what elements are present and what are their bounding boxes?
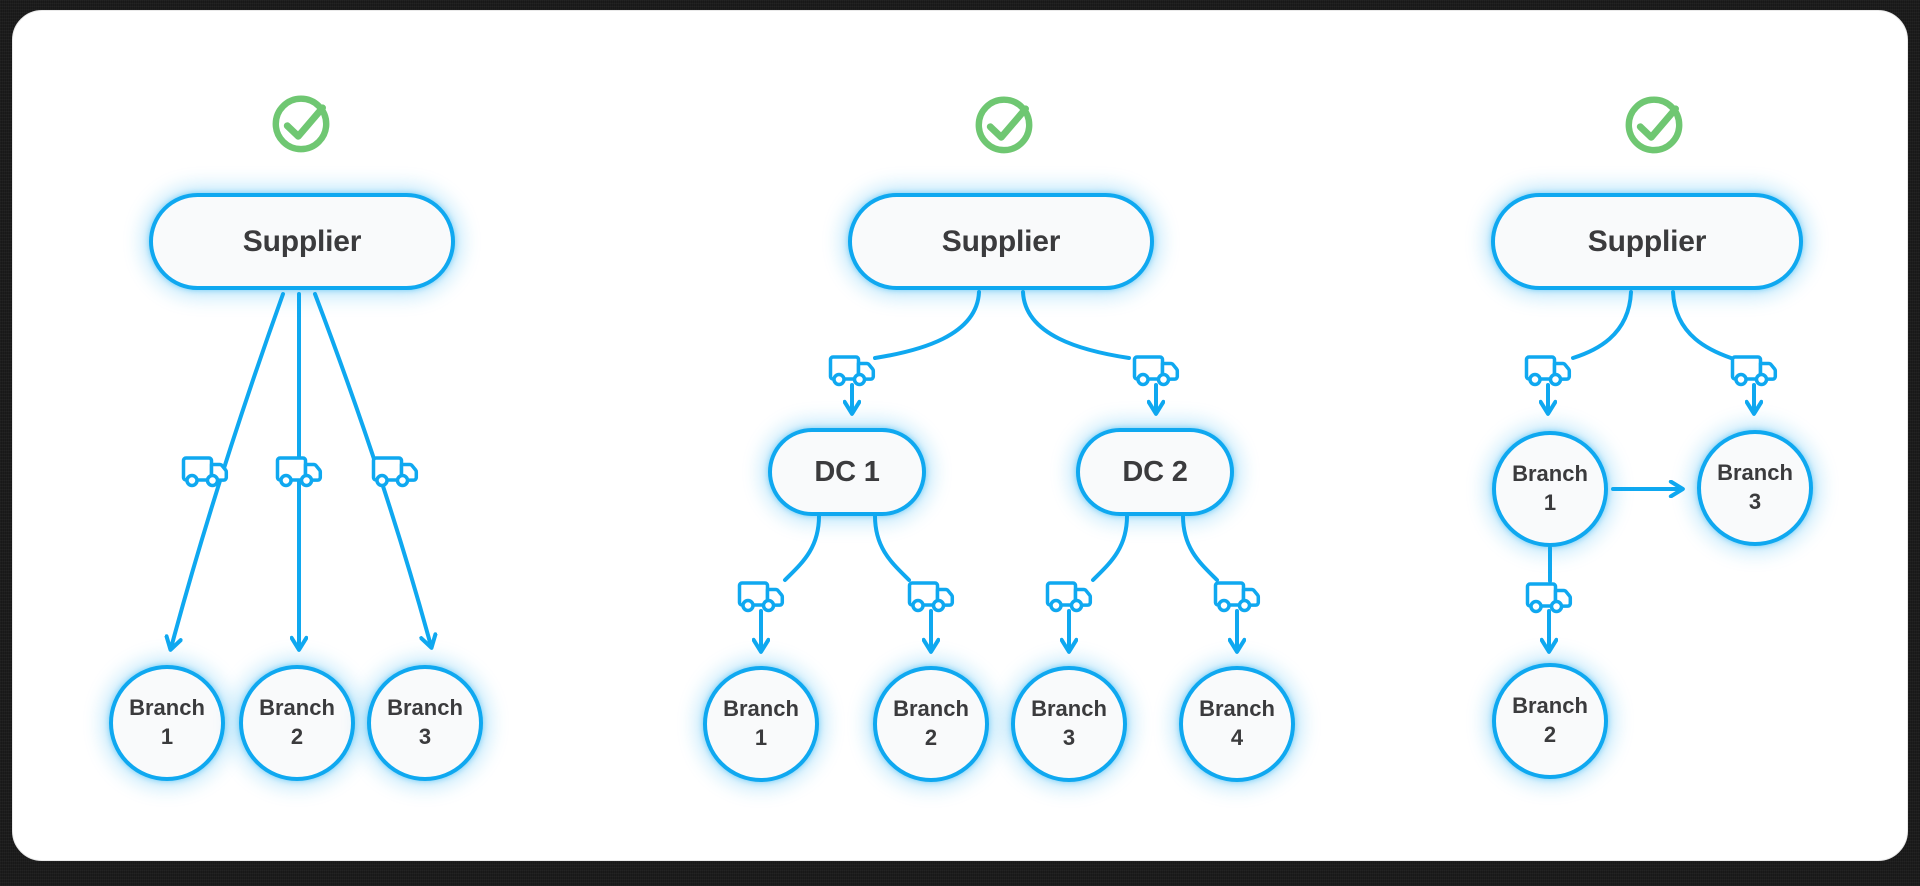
node-label: 2	[924, 725, 938, 750]
check-circle-icon	[971, 91, 1037, 157]
node-label: 1	[160, 724, 174, 749]
node-dc-1: DC 1	[768, 428, 926, 516]
node-label: Branch	[893, 696, 969, 722]
node-branch-3: Branch 3	[1697, 430, 1813, 546]
node-label: Supplier	[1587, 224, 1707, 258]
node-label: 4	[1230, 725, 1244, 750]
delivery-truck-icon	[1045, 581, 1093, 613]
node-dc-2: DC 2	[1076, 428, 1234, 516]
node-label: Branch	[1199, 696, 1275, 722]
node-label: DC 1	[814, 455, 880, 488]
node-label: Branch	[1512, 461, 1588, 487]
node-label: 2	[290, 724, 304, 749]
node-label: DC 2	[1122, 455, 1188, 488]
node-label: Supplier	[242, 224, 362, 258]
delivery-truck-icon	[737, 581, 785, 613]
check-circle-icon	[268, 90, 334, 156]
delivery-truck-icon	[828, 355, 876, 387]
delivery-truck-icon	[181, 456, 229, 488]
node-label: Branch	[259, 695, 335, 721]
node-label: 1	[1543, 490, 1557, 515]
node-label: Branch	[1717, 460, 1793, 486]
edge-supplier3-branch1	[1571, 290, 1633, 360]
node-label: 3	[1748, 489, 1762, 514]
node-branch-1: Branch 1	[1492, 431, 1608, 547]
delivery-truck-icon	[1213, 581, 1261, 613]
delivery-truck-icon	[907, 581, 955, 613]
node-label: Branch	[387, 695, 463, 721]
node-supplier-2: Supplier	[848, 193, 1154, 290]
delivery-truck-icon	[1525, 582, 1573, 614]
edge-supplier2-dc1	[873, 290, 981, 360]
node-label: Supplier	[941, 224, 1061, 258]
connector-layer	[13, 290, 1778, 862]
edge-supplier3-branch3	[1671, 290, 1733, 360]
node-branch-1: Branch 1	[109, 665, 225, 781]
node-branch-1: Branch 1	[703, 666, 819, 782]
edge-dc1-branch1	[783, 514, 821, 582]
node-label: 2	[1543, 722, 1557, 747]
node-label: 1	[754, 725, 768, 750]
node-label: Branch	[723, 696, 799, 722]
diagram-card: Supplier Branch 1 Branch 2 Branch 3 Supp…	[12, 10, 1908, 861]
delivery-truck-icon	[1132, 355, 1180, 387]
node-supplier-3: Supplier	[1491, 193, 1803, 290]
delivery-truck-icon	[1524, 355, 1572, 387]
check-circle-icon	[1621, 91, 1687, 157]
node-label: 3	[1062, 725, 1076, 750]
node-branch-4: Branch 4	[1179, 666, 1295, 782]
delivery-truck-icon	[1730, 355, 1778, 387]
node-label: 3	[418, 724, 432, 749]
node-branch-2: Branch 2	[873, 666, 989, 782]
node-branch-3: Branch 3	[1011, 666, 1127, 782]
delivery-truck-icon	[371, 456, 419, 488]
node-branch-2: Branch 2	[239, 665, 355, 781]
node-supplier-1: Supplier	[149, 193, 455, 290]
node-label: Branch	[1031, 696, 1107, 722]
node-label: Branch	[1512, 693, 1588, 719]
edge-dc2-branch3	[1091, 514, 1129, 582]
node-branch-3: Branch 3	[367, 665, 483, 781]
node-branch-2: Branch 2	[1492, 663, 1608, 779]
edge-supplier2-dc2	[1021, 290, 1131, 360]
edge-dc1-branch2	[873, 514, 911, 582]
delivery-truck-icon	[275, 456, 323, 488]
edge-dc2-branch4	[1181, 514, 1219, 582]
node-label: Branch	[129, 695, 205, 721]
